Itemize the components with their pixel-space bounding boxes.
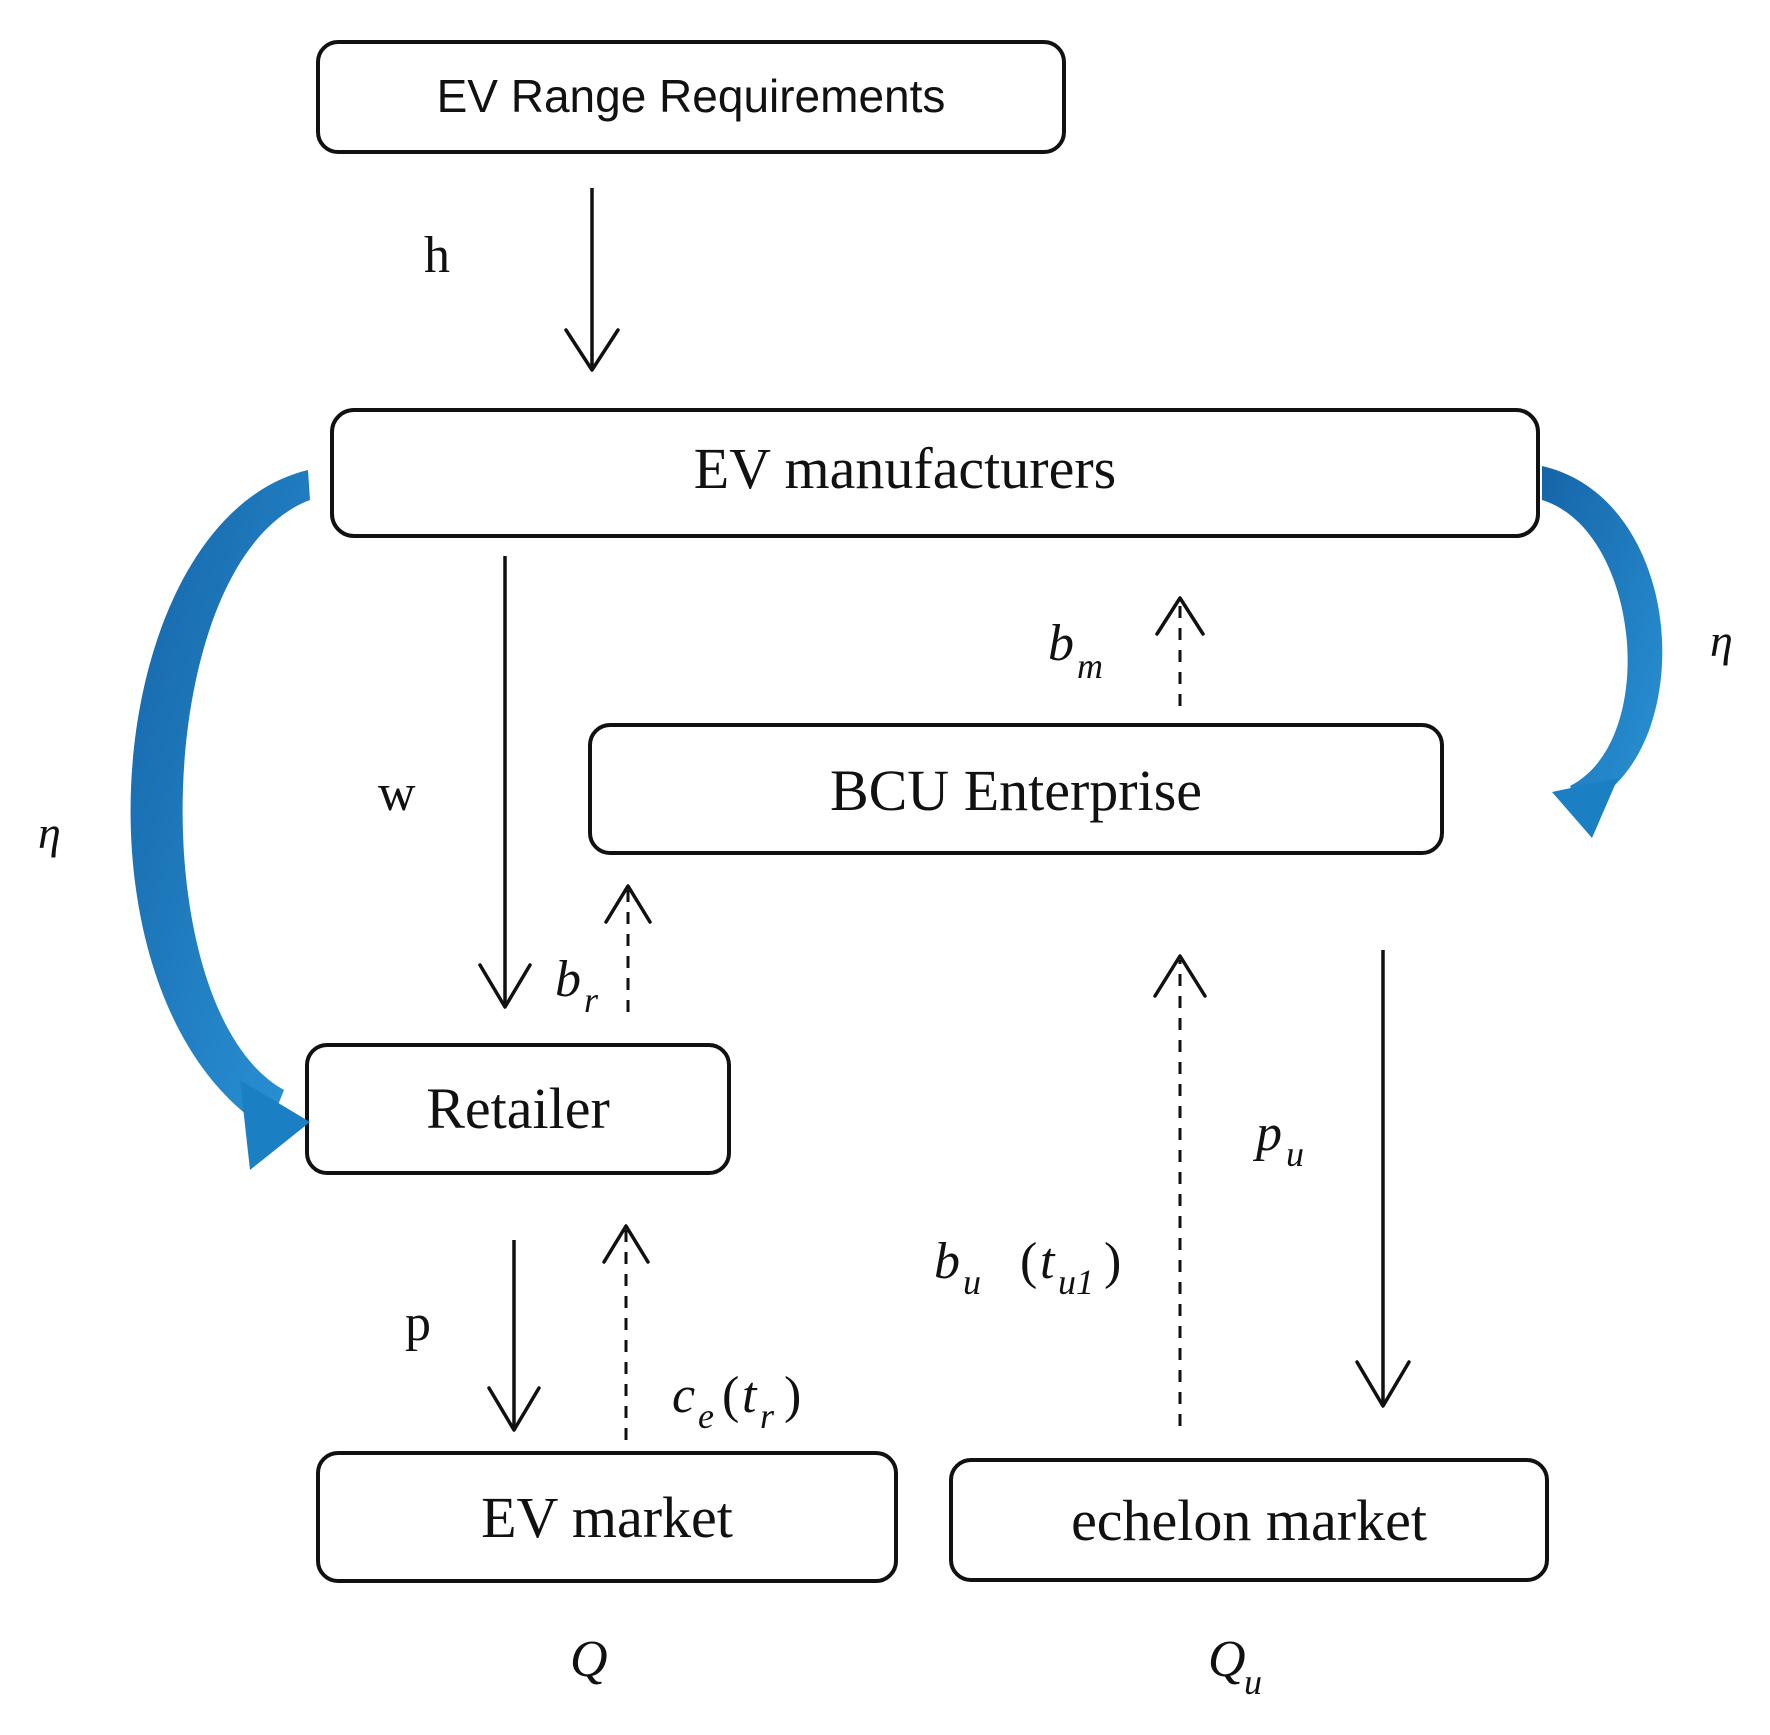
node-ev-manufacturers-label: EV manufacturers xyxy=(694,436,1116,501)
node-retailer-label: Retailer xyxy=(426,1076,610,1141)
arrow-range-to-manufacturers xyxy=(564,188,620,372)
label-b-r-sub: r xyxy=(584,980,599,1020)
dashed-arrow-bcu-to-manufacturers xyxy=(1155,596,1205,706)
arrow-manufacturers-to-retailer xyxy=(478,556,532,1009)
node-bcu-enterprise: BCU Enterprise xyxy=(588,723,1444,855)
label-c-e-close-paren: ) xyxy=(784,1367,801,1424)
label-Q-u-sub: u xyxy=(1244,1662,1262,1702)
node-ev-market: EV market xyxy=(316,1451,898,1583)
label-b-r-base: b xyxy=(555,951,581,1008)
label-p-u-sub: u xyxy=(1286,1134,1304,1174)
node-echelon-market: echelon market xyxy=(949,1458,1549,1582)
label-b-u-open-paren: ( xyxy=(1020,1233,1037,1290)
curve-arrow-manufacturers-to-retailer xyxy=(130,470,310,1170)
node-ev-market-label: EV market xyxy=(481,1485,733,1550)
label-Q: Q xyxy=(570,1631,608,1688)
dashed-arrow-retailer-to-bcu xyxy=(604,884,652,1012)
label-c-e-base: c xyxy=(672,1367,695,1424)
label-b-r: b r xyxy=(555,951,599,1020)
label-b-u-t: t xyxy=(1040,1233,1056,1290)
label-c-e-t-r: c e ( t r ) xyxy=(672,1367,801,1436)
node-ev-range-requirements-label: EV Range Requirements xyxy=(437,70,946,122)
label-c-e-sub: e xyxy=(698,1396,714,1436)
node-ev-manufacturers: EV manufacturers xyxy=(330,408,1540,538)
node-retailer: Retailer xyxy=(305,1043,731,1175)
label-b-m-base: b xyxy=(1048,615,1074,672)
label-eta-left: η xyxy=(38,807,61,858)
node-echelon-market-label: echelon market xyxy=(1071,1488,1427,1553)
curve-arrow-manufacturers-to-bcu xyxy=(1542,466,1663,838)
arrow-retailer-to-ev-market xyxy=(487,1240,541,1432)
dashed-arrow-ev-market-to-retailer xyxy=(602,1224,650,1440)
label-eta-right: η xyxy=(1710,615,1733,666)
label-p: p xyxy=(405,1295,431,1352)
label-b-u-t-u1: b u ( t u1 ) xyxy=(934,1233,1121,1302)
node-ev-range-requirements: EV Range Requirements xyxy=(316,40,1066,154)
dashed-arrow-echelon-to-bcu xyxy=(1153,954,1207,1426)
arrow-bcu-to-echelon-market xyxy=(1355,950,1411,1408)
label-h: h xyxy=(424,227,450,284)
node-bcu-enterprise-label: BCU Enterprise xyxy=(830,758,1202,823)
label-c-e-t-sub: r xyxy=(760,1396,775,1436)
label-b-u-sub: u xyxy=(963,1262,981,1302)
label-b-u-base: b xyxy=(934,1233,960,1290)
label-Q-u: Q u xyxy=(1208,1631,1262,1702)
label-b-m-sub: m xyxy=(1077,646,1103,686)
label-b-m: b m xyxy=(1048,615,1103,686)
label-p-u: p u xyxy=(1252,1105,1304,1174)
label-c-e-t: t xyxy=(742,1367,758,1424)
label-c-e-open-paren: ( xyxy=(722,1367,739,1424)
label-Q-u-base: Q xyxy=(1208,1631,1246,1688)
label-p-u-base: p xyxy=(1252,1105,1282,1162)
label-b-u-t-sub: u1 xyxy=(1058,1262,1094,1302)
label-w: w xyxy=(378,765,416,822)
label-b-u-close-paren: ) xyxy=(1104,1233,1121,1290)
